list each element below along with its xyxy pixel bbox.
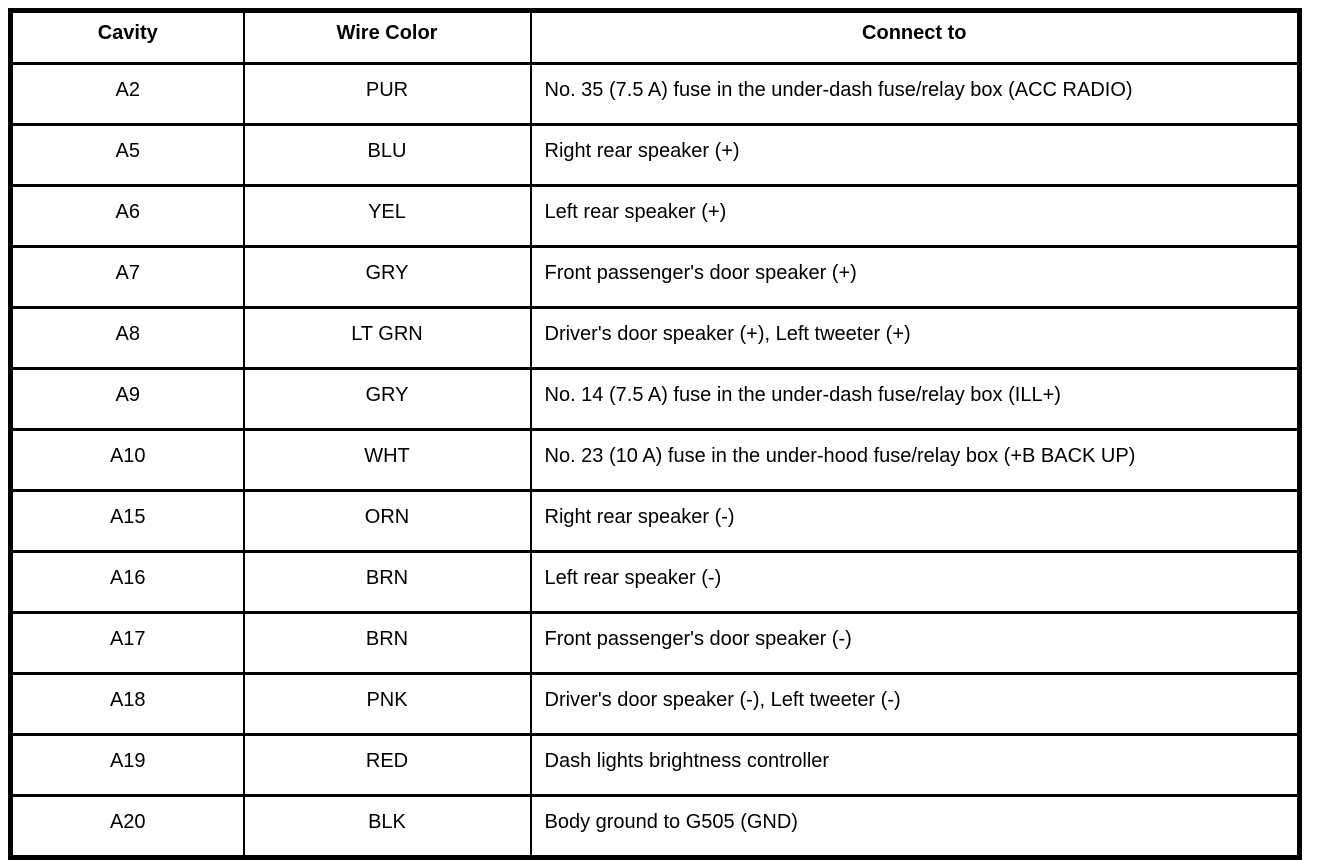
cavity-cell: A19 xyxy=(9,733,245,797)
wire-color-cell: BLK xyxy=(242,794,532,859)
connect-to-cell: Right rear speaker (-) xyxy=(529,489,1301,553)
connect-to-cell: No. 23 (10 A) fuse in the under-hood fus… xyxy=(529,428,1301,492)
connect-to-cell: Front passenger's door speaker (+) xyxy=(529,245,1301,309)
table-header: Cavity Wire Color Connect to xyxy=(9,9,1301,65)
wire-color-cell: GRY xyxy=(242,367,532,431)
cavity-cell: A20 xyxy=(9,794,245,859)
wire-color-cell: BLU xyxy=(242,123,532,187)
wire-color-cell: GRY xyxy=(242,245,532,309)
wire-color-cell: WHT xyxy=(242,428,532,492)
cavity-cell: A5 xyxy=(9,123,245,187)
wire-color-cell: BRN xyxy=(242,550,532,614)
connect-to-cell: No. 14 (7.5 A) fuse in the under-dash fu… xyxy=(529,367,1301,431)
cavity-cell: A18 xyxy=(9,672,245,736)
connect-to-cell: Left rear speaker (-) xyxy=(529,550,1301,614)
connect-to-cell: Driver's door speaker (-), Left tweeter … xyxy=(529,672,1301,736)
column-header-cavity: Cavity xyxy=(9,9,245,65)
cavity-cell: A17 xyxy=(9,611,245,675)
wire-color-cell: PNK xyxy=(242,672,532,736)
cavity-cell: A15 xyxy=(9,489,245,553)
cavity-cell: A9 xyxy=(9,367,245,431)
header-row: Cavity Wire Color Connect to xyxy=(9,9,1301,65)
connect-to-cell: Body ground to G505 (GND) xyxy=(529,794,1301,859)
wire-color-cell: BRN xyxy=(242,611,532,675)
connect-to-cell: Right rear speaker (+) xyxy=(529,123,1301,187)
column-header-connect-to: Connect to xyxy=(529,9,1301,65)
wire-color-cell: YEL xyxy=(242,184,532,248)
column-header-wire-color: Wire Color xyxy=(242,9,532,65)
cavity-cell: A6 xyxy=(9,184,245,248)
connect-to-cell: No. 35 (7.5 A) fuse in the under-dash fu… xyxy=(529,62,1301,126)
cavity-cell: A16 xyxy=(9,550,245,614)
connect-to-cell: Left rear speaker (+) xyxy=(529,184,1301,248)
cavity-cell: A8 xyxy=(9,306,245,370)
cavity-cell: A2 xyxy=(9,62,245,126)
cavity-cell: A7 xyxy=(9,245,245,309)
connect-to-cell: Driver's door speaker (+), Left tweeter … xyxy=(529,306,1301,370)
cavity-cell: A10 xyxy=(9,428,245,492)
wire-color-cell: ORN xyxy=(242,489,532,553)
wire-color-cell: PUR xyxy=(242,62,532,126)
wire-color-cell: LT GRN xyxy=(242,306,532,370)
connect-to-cell: Dash lights brightness controller xyxy=(529,733,1301,797)
connect-to-cell: Front passenger's door speaker (-) xyxy=(529,611,1301,675)
wire-color-cell: RED xyxy=(242,733,532,797)
